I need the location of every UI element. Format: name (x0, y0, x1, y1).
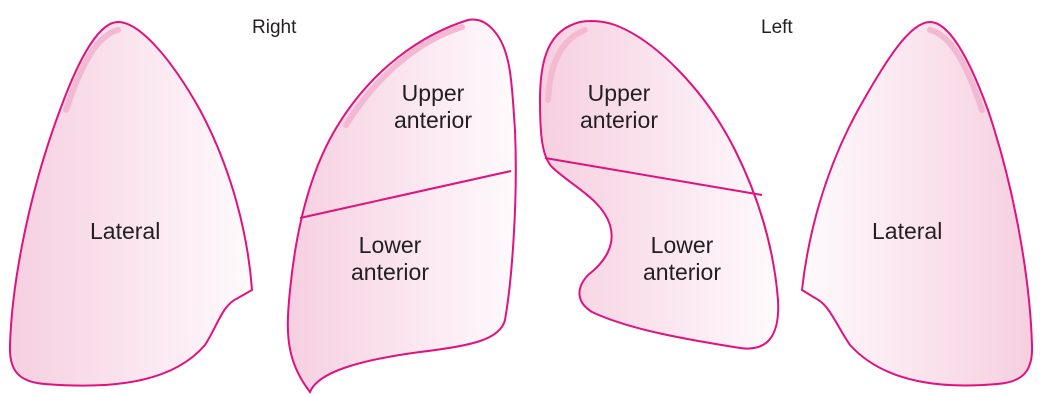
right-anterior-lung (288, 20, 516, 393)
left-lateral-lung-shape (802, 22, 1032, 385)
right-lateral-lung (10, 22, 252, 386)
left-lower-anterior-label: Lower anterior (637, 232, 727, 286)
right-lateral-label: Lateral (90, 218, 160, 245)
left-upper-anterior-label: Upper anterior (574, 80, 664, 134)
right-lower-anterior-label: Lower anterior (345, 232, 435, 286)
side-label-right: Right (252, 14, 296, 41)
right-anterior-lung-shape (288, 20, 516, 393)
left-anterior-lung (540, 21, 778, 349)
side-label-left: Left (761, 14, 793, 41)
right-upper-anterior-label: Upper anterior (388, 80, 478, 134)
left-lateral-lung (802, 22, 1032, 385)
left-lateral-label: Lateral (872, 218, 942, 245)
left-anterior-lung-shape (540, 21, 778, 349)
right-lateral-lung-shape (10, 22, 252, 386)
